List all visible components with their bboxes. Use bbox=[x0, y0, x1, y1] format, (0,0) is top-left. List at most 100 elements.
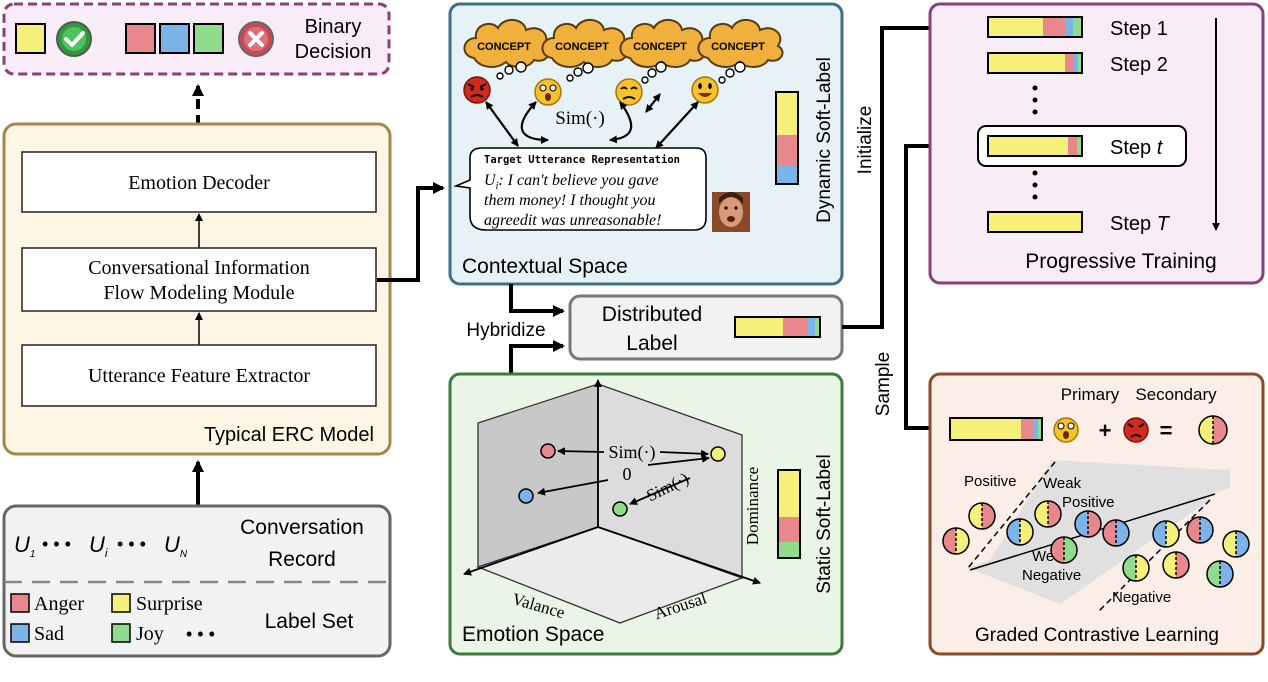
dynamic-soft-label-title: Dynamic Soft-Label bbox=[814, 57, 835, 223]
concept-label-3: CONCEPT bbox=[633, 41, 687, 53]
erc-model-title: Typical ERC Model bbox=[204, 424, 374, 446]
step-bar-2 bbox=[987, 52, 1083, 74]
step-bar-T bbox=[987, 211, 1083, 233]
graded-contrastive-panel: Primary Secondary + = bbox=[928, 372, 1265, 656]
weak-negative-label-2: Negative bbox=[1022, 567, 1081, 584]
step-T-label: Step T bbox=[1110, 213, 1171, 235]
emotion-pair-circle bbox=[1186, 516, 1214, 544]
distributed-title-1: Distributed bbox=[602, 303, 702, 326]
step-bar-1 bbox=[987, 16, 1083, 38]
legend-sad-label: Sad bbox=[34, 623, 64, 645]
concept-label-4: CONCEPT bbox=[711, 41, 765, 53]
emotion-pair-circle bbox=[1152, 520, 1180, 548]
feature-extractor-box bbox=[21, 344, 377, 407]
concept-cloud-4: CONCEPT bbox=[697, 19, 784, 68]
target-utterance-bubble: Target Utterance Representation Ui: I ca… bbox=[453, 147, 750, 232]
emotion-pair-circle bbox=[1074, 510, 1102, 538]
origin-zero: 0 bbox=[623, 464, 632, 484]
secondary-label: Secondary bbox=[1135, 385, 1217, 404]
flow-modeling-box bbox=[21, 247, 377, 312]
static-soft-label-bar bbox=[777, 469, 801, 559]
legend-anger-label: Anger bbox=[34, 593, 84, 615]
joy-square bbox=[193, 23, 224, 54]
surprised-face-icon-small bbox=[1053, 417, 1079, 443]
concept-cloud-3: CONCEPT bbox=[619, 19, 706, 68]
concept-cloud-1: CONCEPT bbox=[463, 19, 550, 68]
distributed-title-2: Label bbox=[626, 332, 677, 355]
utterance-dots-1: • • • bbox=[42, 534, 71, 554]
target-line-1: Ui: I can't believe you gave bbox=[484, 172, 659, 192]
equals-sign: = bbox=[1160, 418, 1173, 443]
emotion-pair-circle bbox=[1034, 500, 1062, 528]
legend-anger-swatch bbox=[10, 593, 30, 613]
distributed-label-bar bbox=[734, 316, 821, 338]
sad-point bbox=[518, 488, 534, 504]
emotion-sim-label-1: Sim(·) bbox=[609, 442, 656, 463]
sample-label: Sample bbox=[873, 352, 894, 416]
legend-more: • • • bbox=[186, 624, 215, 644]
emotion-space-panel: Valance Arousal Dominance Sim(·) 0 Sim(·… bbox=[448, 372, 844, 656]
sample-bar bbox=[949, 417, 1043, 441]
emotion-pair-circle bbox=[1162, 551, 1190, 579]
utterance-u1: U1 bbox=[14, 532, 35, 560]
conversation-title-2: Record bbox=[268, 548, 336, 571]
context-sim-label: Sim(·) bbox=[555, 108, 605, 129]
step-1-label: Step 1 bbox=[1110, 18, 1168, 40]
surprise-point bbox=[710, 446, 726, 462]
initialize-label: Initialize bbox=[855, 106, 876, 175]
dynamic-soft-label-bar bbox=[775, 91, 799, 185]
step-dots-1 bbox=[1032, 85, 1038, 115]
flow-modeling-label-2: Flow Modeling Module bbox=[103, 282, 294, 304]
primary-label: Primary bbox=[1061, 385, 1120, 404]
emotion-decoder-label: Emotion Decoder bbox=[128, 172, 270, 194]
angry-face-icon bbox=[463, 76, 491, 104]
feature-extractor-label: Utterance Feature Extractor bbox=[88, 365, 310, 387]
binary-decision-title-1: Binary bbox=[305, 16, 362, 38]
concept-label-2: CONCEPT bbox=[555, 41, 609, 53]
label-set-title: Label Set bbox=[265, 610, 354, 633]
step-bar-t bbox=[987, 135, 1083, 157]
surprise-square bbox=[15, 23, 46, 54]
legend-joy-label: Joy bbox=[136, 623, 164, 645]
emotion-space-title: Emotion Space bbox=[462, 623, 604, 646]
legend-surprise-swatch bbox=[111, 593, 131, 613]
static-soft-label-title: Static Soft-Label bbox=[814, 454, 835, 593]
anger-square bbox=[125, 23, 156, 54]
graded-circles bbox=[942, 500, 1250, 588]
negative-label: Negative bbox=[1112, 589, 1171, 606]
concept-cloud-2: CONCEPT bbox=[541, 19, 628, 68]
emotion-pair-circle bbox=[1102, 519, 1130, 547]
anger-point bbox=[540, 443, 556, 459]
conversation-panel: U1 • • • Ui • • • UN Conversation Record… bbox=[2, 504, 392, 658]
axis-dominance: Dominance bbox=[743, 467, 762, 545]
target-heading: Target Utterance Representation bbox=[484, 154, 680, 166]
emotion-pair-circle bbox=[1206, 560, 1234, 588]
emotion-pair-circle bbox=[1122, 554, 1150, 582]
positive-label: Positive bbox=[964, 473, 1017, 490]
emotion-pair-circle bbox=[942, 527, 970, 555]
emotion-pair-circle bbox=[1222, 530, 1250, 558]
emotion-pair-circle bbox=[968, 502, 996, 530]
happy-face-icon bbox=[691, 76, 719, 104]
target-line-2: them money! I thought you bbox=[484, 192, 656, 209]
utterance-dots-2: • • • bbox=[117, 534, 146, 554]
utterance-un: UN bbox=[164, 532, 188, 560]
legend-joy-swatch bbox=[111, 623, 131, 643]
contextual-space-title: Contextual Space bbox=[462, 255, 628, 278]
angry-face-icon-small bbox=[1123, 417, 1149, 443]
erc-model-panel: Emotion Decoder Conversational Informati… bbox=[2, 122, 392, 456]
context-to-distributed-arrow bbox=[509, 284, 565, 317]
distributed-label-box: Distributed Label bbox=[568, 294, 844, 361]
step-2-label: Step 2 bbox=[1110, 54, 1168, 76]
plus-sign: + bbox=[1099, 418, 1112, 443]
concept-clouds: CONCEPT CONCEPT CONCEPT CONCEPT bbox=[463, 19, 784, 68]
progressive-training-panel: Step 1 Step 2 Step t Step T Progressive … bbox=[928, 2, 1265, 285]
composite-circle bbox=[1198, 415, 1228, 445]
graded-contrastive-title: Graded Contrastive Learning bbox=[975, 625, 1219, 646]
weak-positive-label-1: Weak bbox=[1043, 475, 1082, 492]
conversation-title-1: Conversation bbox=[240, 516, 364, 539]
flow-to-context-arrow bbox=[377, 182, 445, 282]
concept-label-1: CONCEPT bbox=[477, 41, 531, 53]
binary-decision-panel: Binary Decision bbox=[2, 2, 391, 76]
weak-positive-label-2: Positive bbox=[1062, 494, 1115, 511]
